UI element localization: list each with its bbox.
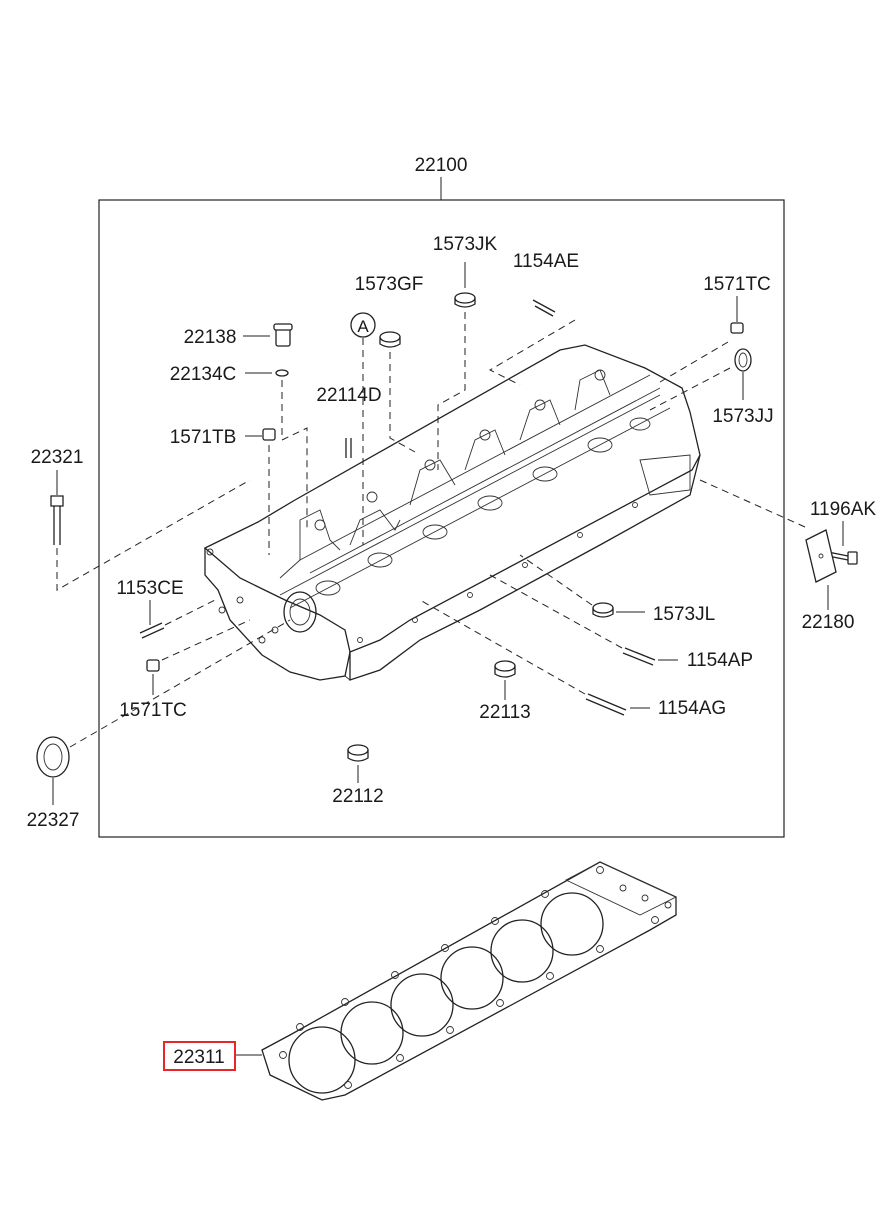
gasket-bores bbox=[288, 892, 604, 1094]
label-1571TC-top[interactable]: 1571TC bbox=[703, 274, 771, 295]
label-1153CE[interactable]: 1153CE bbox=[116, 578, 183, 599]
plug-1571TB bbox=[262, 428, 276, 441]
seal-1573JJ bbox=[734, 348, 752, 372]
washer-22134C bbox=[275, 369, 289, 377]
label-1573JL[interactable]: 1573JL bbox=[653, 604, 715, 625]
stud-1153CE bbox=[139, 622, 165, 639]
label-1573JJ[interactable]: 1573JJ bbox=[712, 406, 773, 427]
label-22327[interactable]: 22327 bbox=[27, 810, 80, 831]
label-22113[interactable]: 22113 bbox=[479, 702, 530, 723]
label-1196AK[interactable]: 1196AK bbox=[810, 499, 877, 520]
cover-plate-22180 bbox=[805, 529, 837, 583]
stud-1154AG bbox=[585, 693, 627, 716]
plug-1571TC-bottom bbox=[146, 659, 160, 672]
label-1571TB[interactable]: 1571TB bbox=[170, 427, 237, 448]
dash-1571TC-bottom bbox=[161, 619, 251, 661]
highlight-box-22311 bbox=[163, 1041, 236, 1071]
label-1154AE[interactable]: 1154AE bbox=[513, 251, 579, 272]
dash-1154AE bbox=[488, 319, 576, 386]
assembly-frame bbox=[98, 199, 785, 838]
cup-plug-22113 bbox=[494, 660, 516, 678]
label-22138[interactable]: 22138 bbox=[184, 327, 237, 348]
dash-1573JL bbox=[519, 554, 593, 606]
dash-1196AK bbox=[699, 479, 806, 528]
stud-1154AP bbox=[622, 647, 656, 666]
label-1154AP[interactable]: 1154AP bbox=[687, 650, 753, 671]
stud-1154AE bbox=[532, 299, 556, 317]
label-22114D[interactable]: 22114D bbox=[316, 385, 381, 406]
pin-22114D bbox=[345, 438, 352, 458]
dash-1153CE bbox=[164, 599, 216, 626]
label-1573GF[interactable]: 1573GF bbox=[355, 274, 424, 295]
cup-plug-1573JL bbox=[592, 602, 614, 618]
dash-1571TB-b bbox=[281, 427, 308, 530]
label-22134C[interactable]: 22134C bbox=[170, 364, 237, 385]
plug-22138 bbox=[273, 323, 293, 347]
dash-1154AG bbox=[419, 599, 586, 695]
dash-1154AP bbox=[489, 574, 623, 649]
label-22321[interactable]: 22321 bbox=[31, 447, 84, 468]
cylinder-head-illustration bbox=[203, 344, 701, 681]
dash-1573JJ bbox=[649, 367, 731, 411]
dash-1573JK bbox=[437, 312, 466, 470]
label-22311[interactable]: 22311 bbox=[173, 1047, 224, 1068]
head-gasket-22311 bbox=[261, 861, 678, 1101]
plug-1571TC-top bbox=[730, 322, 744, 334]
cup-plug-22112 bbox=[347, 744, 369, 762]
assembly-label-22100[interactable]: 22100 bbox=[415, 155, 468, 176]
oil-seal-22327 bbox=[36, 736, 70, 778]
dash-1571TC-top bbox=[659, 341, 729, 383]
label-1573JK[interactable]: 1573JK bbox=[433, 234, 498, 255]
callout-a-circle[interactable] bbox=[350, 312, 376, 338]
label-1154AG[interactable]: 1154AG bbox=[658, 698, 726, 719]
bolt-22321 bbox=[50, 495, 64, 545]
callout-a-label: A bbox=[357, 317, 369, 336]
dash-22321 bbox=[56, 479, 251, 591]
cup-plug-1573JK bbox=[454, 292, 476, 308]
label-22112[interactable]: 22112 bbox=[332, 786, 383, 807]
dash-1573GF bbox=[389, 352, 416, 453]
cup-plug-1573GF bbox=[379, 331, 401, 348]
label-1571TC-bottom[interactable]: 1571TC bbox=[119, 700, 187, 721]
gasket-bolt-holes bbox=[279, 866, 672, 1089]
label-22180[interactable]: 22180 bbox=[802, 612, 855, 633]
dash-22327 bbox=[69, 619, 291, 748]
